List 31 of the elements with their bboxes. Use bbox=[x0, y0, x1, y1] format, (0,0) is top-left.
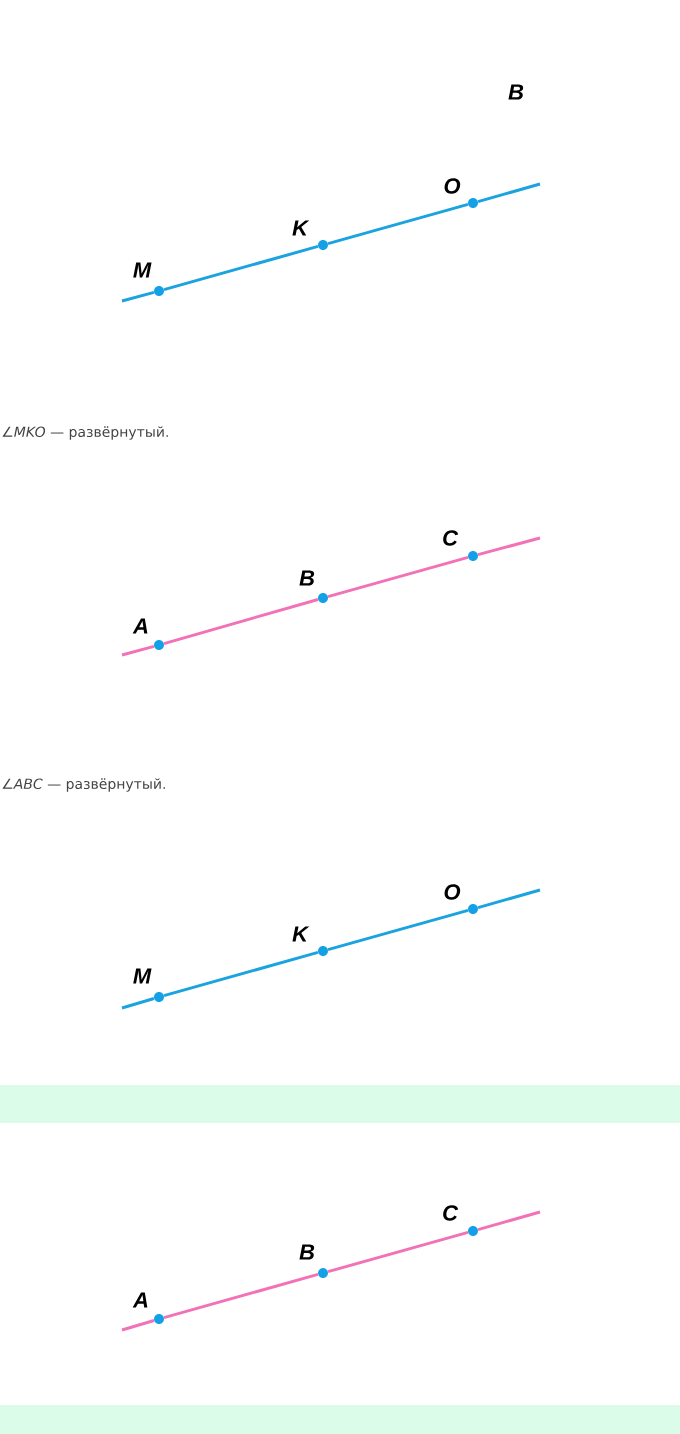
line bbox=[477, 182, 541, 204]
point-label: O bbox=[444, 178, 461, 194]
point-label: B bbox=[299, 1244, 315, 1260]
line bbox=[121, 1319, 155, 1332]
line bbox=[477, 888, 541, 910]
point-label: B bbox=[299, 570, 315, 586]
point-label: K bbox=[292, 926, 310, 942]
line bbox=[327, 908, 469, 952]
line bbox=[163, 950, 319, 998]
point-label: K bbox=[292, 220, 310, 236]
line bbox=[327, 555, 469, 599]
line bbox=[121, 644, 155, 657]
point-label: O bbox=[444, 884, 461, 900]
line bbox=[327, 202, 469, 246]
line bbox=[327, 1230, 469, 1274]
caption: ∠MKO — развёрнутый. bbox=[2, 426, 168, 440]
point-label: C bbox=[443, 1205, 459, 1221]
line bbox=[163, 1272, 319, 1320]
line bbox=[163, 244, 319, 292]
point-label: M bbox=[133, 262, 152, 278]
point-label: A bbox=[132, 1292, 148, 1308]
point-label: C bbox=[443, 530, 459, 546]
line bbox=[477, 1210, 541, 1232]
line bbox=[121, 997, 155, 1010]
caption: ∠ABC — развёрнутый. bbox=[2, 778, 165, 792]
line bbox=[121, 290, 155, 303]
point-label: A bbox=[132, 618, 148, 634]
point-label: B bbox=[508, 84, 524, 100]
line bbox=[163, 598, 319, 645]
point-label: M bbox=[133, 968, 152, 984]
line bbox=[477, 536, 541, 557]
